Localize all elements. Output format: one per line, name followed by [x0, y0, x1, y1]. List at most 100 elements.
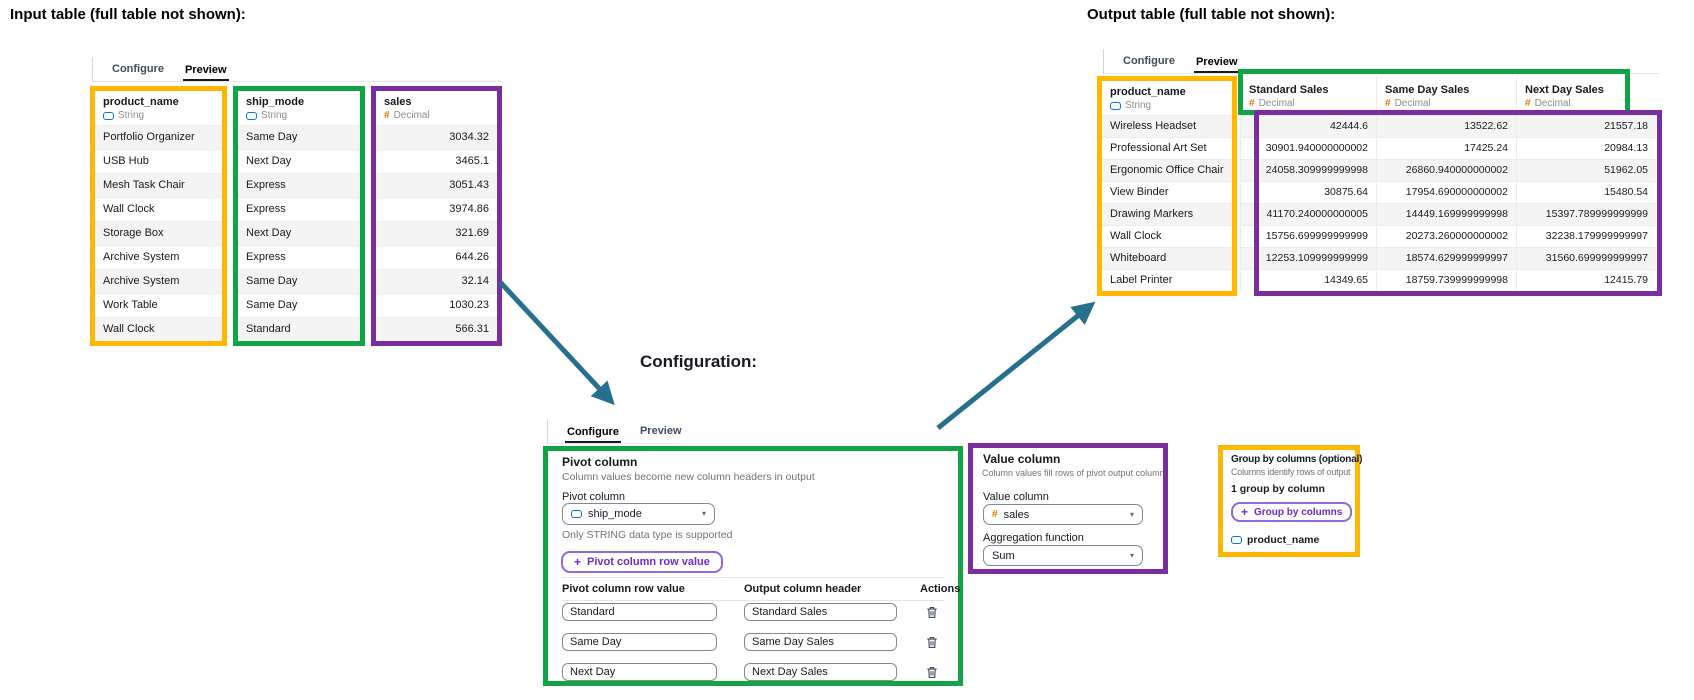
chevron-down-icon: ▾: [701, 509, 706, 518]
field-hint: Only STRING data type is supported: [562, 529, 733, 541]
output-column-header: Next Day Sales #Decimal: [1516, 76, 1656, 115]
plus-icon: +: [574, 555, 582, 569]
add-group-by-button[interactable]: + Group by columns: [1231, 502, 1353, 522]
table-cell: Whiteboard: [1102, 247, 1232, 269]
delete-row-button[interactable]: [926, 635, 938, 649]
section-subtitle: Column values become new column headers …: [562, 471, 815, 483]
pivot-row: [562, 633, 944, 651]
decimal-type-icon: #: [1249, 97, 1255, 109]
column-type: String: [246, 110, 352, 121]
table-cell: 26860.940000000002: [1376, 159, 1516, 181]
config-tabs: Configure Preview: [547, 419, 682, 444]
table-cell: 21557.18: [1516, 115, 1656, 137]
pivot-row-value-input[interactable]: [562, 633, 717, 651]
field-label: Aggregation function: [983, 532, 1084, 544]
table-cell: 1030.23: [376, 293, 497, 317]
column-name: Next Day Sales: [1525, 84, 1604, 96]
output-column-header-input[interactable]: [744, 663, 897, 681]
output-column-header-input[interactable]: [744, 603, 897, 621]
group-by-column-name: product_name: [1247, 534, 1320, 546]
output-column-header: Same Day Sales #Decimal: [1376, 76, 1516, 115]
tab-preview[interactable]: Preview: [182, 58, 229, 81]
table-cell: Same Day: [238, 125, 360, 149]
column-type: #Decimal: [1525, 98, 1648, 109]
table-cell: 30901.940000000002: [1240, 137, 1376, 159]
pivot-column-select[interactable]: ship_mode ▾: [562, 503, 715, 525]
table-cell: Storage Box: [95, 221, 222, 245]
table-cell: Drawing Markers: [1102, 203, 1232, 225]
tab-configure[interactable]: Configure: [565, 420, 621, 443]
group-by-column-chip: product_name: [1231, 534, 1319, 546]
col-header-row-value: Pivot column row value: [562, 583, 685, 595]
table-cell: 18574.629999999997: [1376, 247, 1516, 269]
table-cell: Ergonomic Office Chair: [1102, 159, 1232, 181]
pivot-row-value-input[interactable]: [562, 663, 717, 681]
delete-row-button[interactable]: [926, 605, 938, 619]
table-cell: 31560.699999999997: [1516, 247, 1656, 269]
table-cell: Professional Art Set: [1102, 137, 1232, 159]
string-type-icon: [103, 111, 114, 120]
button-label: Group by columns: [1254, 506, 1343, 518]
table-cell: 14449.169999999998: [1376, 203, 1516, 225]
string-type-icon: [1231, 536, 1242, 544]
button-label: Pivot column row value: [587, 556, 710, 568]
select-value: Sum: [992, 549, 1015, 562]
table-cell: 41170.240000000005: [1240, 203, 1376, 225]
table-cell: Label Printer: [1102, 269, 1232, 291]
table-cell: 3465.1: [376, 149, 497, 173]
table-cell: 644.26: [376, 245, 497, 269]
aggregation-function-select[interactable]: Sum ▾: [983, 545, 1143, 566]
table-cell: Standard: [238, 317, 360, 341]
column-type: #Decimal: [1385, 98, 1508, 109]
table-cell: Express: [238, 197, 360, 221]
pivot-table-header: Pivot column row value Output column hea…: [562, 577, 960, 601]
table-cell: Express: [238, 245, 360, 269]
column-name: Same Day Sales: [1385, 84, 1470, 96]
value-column-select[interactable]: # sales ▾: [983, 504, 1143, 525]
column-type-label: Decimal: [1394, 98, 1431, 109]
column-type-label: String: [1125, 100, 1152, 111]
tab-preview[interactable]: Preview: [639, 425, 682, 437]
decimal-type-icon: #: [1525, 97, 1531, 109]
table-cell: 51962.05: [1516, 159, 1656, 181]
select-value: sales: [1003, 508, 1030, 521]
column-type: #Decimal: [384, 110, 489, 121]
value-column-section: Value column Column values fill rows of …: [968, 443, 1168, 574]
add-pivot-row-button[interactable]: + Pivot column row value: [561, 551, 723, 573]
table-cell: 20984.13: [1516, 137, 1656, 159]
table-cell: Work Table: [95, 293, 222, 317]
delete-row-button[interactable]: [926, 665, 938, 679]
column-name: Standard Sales: [1249, 84, 1329, 96]
column-type-label: String: [261, 110, 288, 121]
column-name: ship_mode: [246, 96, 305, 108]
output-column-header-input[interactable]: [744, 633, 897, 651]
section-subtitle: Column values fill rows of pivot output …: [982, 468, 1163, 478]
table-cell: Portfolio Organizer: [95, 125, 222, 149]
tab-preview[interactable]: Preview: [1193, 50, 1240, 73]
trash-icon: [927, 666, 937, 678]
section-subtitle: Columns identify rows of output: [1231, 467, 1351, 477]
configuration-title: Configuration:: [640, 352, 758, 371]
tab-configure[interactable]: Configure: [112, 63, 164, 75]
arrow-config-to-output: [936, 301, 1096, 430]
table-cell: 32238.179999999997: [1516, 225, 1656, 247]
plus-icon: +: [1241, 505, 1249, 519]
pivot-row-value-input[interactable]: [562, 603, 717, 621]
trash-icon: [927, 606, 937, 618]
tab-configure[interactable]: Configure: [1123, 55, 1175, 67]
table-cell: 20273.260000000002: [1376, 225, 1516, 247]
table-cell: USB Hub: [95, 149, 222, 173]
table-cell: Next Day: [238, 221, 360, 245]
table-cell: 17425.24: [1376, 137, 1516, 159]
table-cell: 15756.699999999999: [1240, 225, 1376, 247]
table-cell: Wall Clock: [1102, 225, 1232, 247]
column-type-label: Decimal: [393, 110, 430, 121]
